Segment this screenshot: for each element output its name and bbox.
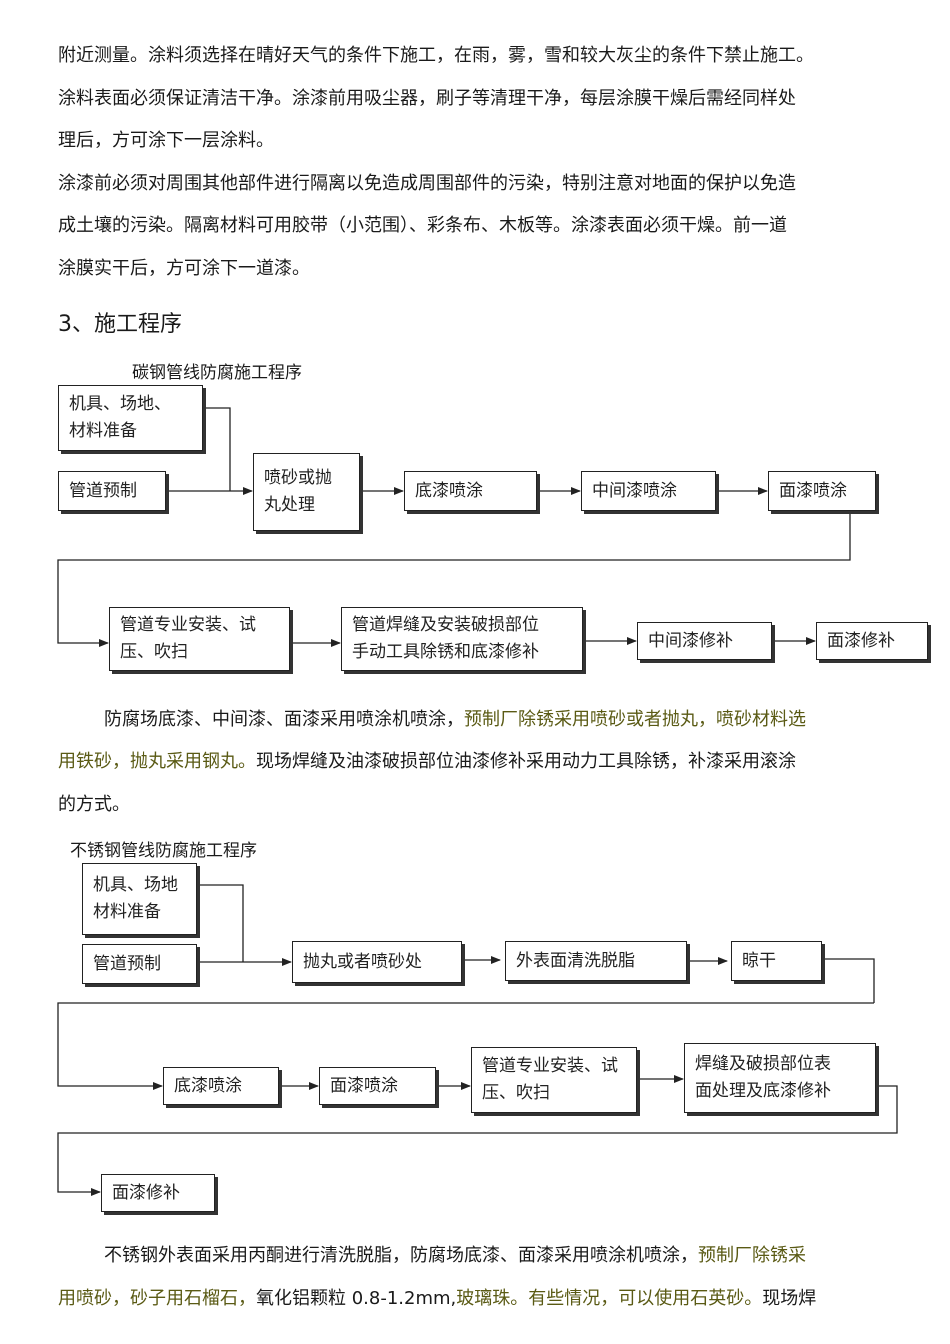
flow1-box-mid: 中间漆喷涂 xyxy=(581,471,716,511)
flow1-box-blast: 喷砂或抛 丸处理 xyxy=(253,453,360,531)
flow1-box-prep: 机具、场地、 材料准备 xyxy=(58,385,203,451)
para3-line2-highlight: 用铁砂，抛丸采用钢丸。 xyxy=(58,751,256,772)
flow2-box-primer: 底漆喷涂 xyxy=(163,1067,279,1105)
flow1-box-prefab: 管道预制 xyxy=(58,471,166,511)
para4-line2-plain-a: 氧化铝颗粒 0.8-1.2mm, xyxy=(256,1288,457,1309)
para4-line2-highlight-b: 玻璃珠 xyxy=(456,1288,511,1309)
para2-line2: 成土壤的污染。隔离材料可用胶带（小范围）、彩条布、木板等。涂漆表面必须干燥。前一… xyxy=(58,215,787,236)
flow1-box-top: 面漆喷涂 xyxy=(768,471,876,511)
para4-line2-highlight-c: 。有些情况，可以使用石英砂。 xyxy=(510,1288,763,1309)
flow1-box-install: 管道专业安装、试 压、吹扫 xyxy=(109,607,290,671)
para4-line2-plain-b: 现场焊 xyxy=(762,1288,817,1309)
flow2-box-blast: 抛丸或者喷砂处 xyxy=(292,941,462,983)
para4-line1-highlight: 预制厂除锈采 xyxy=(698,1245,806,1266)
section-heading: 3、施工程序 xyxy=(58,312,182,337)
flow2-title: 不锈钢管线防腐施工程序 xyxy=(70,841,257,861)
flow2-box-top: 面漆喷涂 xyxy=(319,1067,436,1105)
para4-line2-highlight-a: 用喷砂，砂子用石榴石， xyxy=(58,1288,256,1309)
flow2-box-prefab: 管道预制 xyxy=(82,944,197,984)
para3-line3: 的方式。 xyxy=(58,794,130,815)
para2-line3: 涂膜实干后，方可涂下一道漆。 xyxy=(58,258,310,279)
flow1-box-top-repair: 面漆修补 xyxy=(816,622,928,660)
flow1-box-primer: 底漆喷涂 xyxy=(404,471,537,511)
flow2-box-clean: 外表面清洗脱脂 xyxy=(505,941,687,981)
para3-line1-plain: 防腐场底漆、中间漆、面漆采用喷涂机喷涂， xyxy=(104,709,464,730)
para3-line1-highlight: 预制厂除锈采用喷砂或者抛丸，喷砂材料选 xyxy=(464,709,806,730)
flow2-box-prep: 机具、场地 材料准备 xyxy=(82,863,197,935)
flow2-box-dry: 晾干 xyxy=(731,941,822,981)
para4-line1-plain: 不锈钢外表面采用丙酮进行清洗脱脂，防腐场底漆、面漆采用喷涂机喷涂， xyxy=(104,1245,698,1266)
para4-line1: 不锈钢外表面采用丙酮进行清洗脱脂，防腐场底漆、面漆采用喷涂机喷涂，预制厂除锈采 xyxy=(104,1244,806,1268)
flow2-box-install: 管道专业安装、试 压、吹扫 xyxy=(471,1047,637,1113)
flow1-box-mid-repair: 中间漆修补 xyxy=(637,622,772,660)
para1-line2: 涂料表面必须保证清洁干净。涂漆前用吸尘器，刷子等清理干净，每层涂膜干燥后需经同样… xyxy=(58,88,796,109)
flow2-box-weld: 焊缝及破损部位表 面处理及底漆修补 xyxy=(684,1043,876,1113)
flow1-title: 碳钢管线防腐施工程序 xyxy=(132,363,302,383)
para3-line2-plain: 现场焊缝及油漆破损部位油漆修补采用动力工具除锈，补漆采用滚涂 xyxy=(256,751,796,772)
para4-line2: 用喷砂，砂子用石榴石，氧化铝颗粒 0.8-1.2mm,玻璃珠。有些情况，可以使用… xyxy=(58,1287,816,1311)
flow1-box-weld: 管道焊缝及安装破损部位 手动工具除锈和底漆修补 xyxy=(341,607,583,671)
para3-line2: 用铁砂，抛丸采用钢丸。现场焊缝及油漆破损部位油漆修补采用动力工具除锈，补漆采用滚… xyxy=(58,750,796,774)
flow2-box-top-repair: 面漆修补 xyxy=(101,1174,215,1212)
para1-line3: 理后，方可涂下一层涂料。 xyxy=(58,130,274,151)
para3-line1: 防腐场底漆、中间漆、面漆采用喷涂机喷涂，预制厂除锈采用喷砂或者抛丸，喷砂材料选 xyxy=(104,708,806,732)
para1-line1: 附近测量。涂料须选择在晴好天气的条件下施工，在雨，雾，雪和较大灰尘的条件下禁止施… xyxy=(58,45,814,66)
para2-line1: 涂漆前必须对周围其他部件进行隔离以免造成周围部件的污染，特别注意对地面的保护以免… xyxy=(58,173,796,194)
